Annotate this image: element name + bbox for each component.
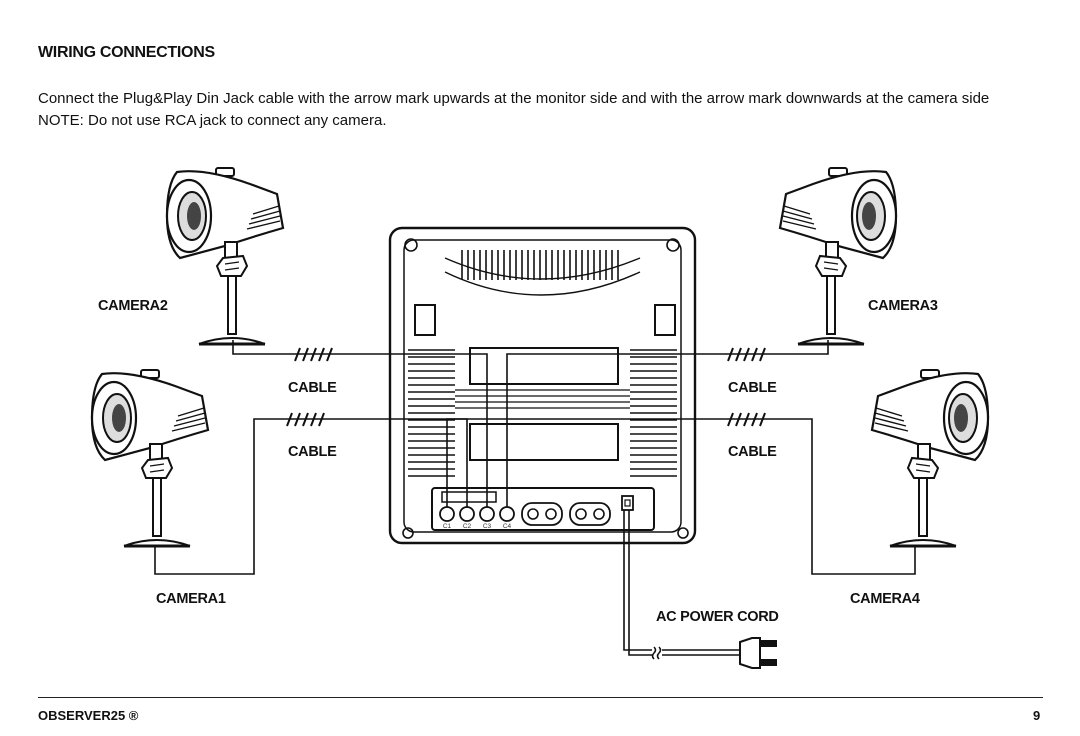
cable-label-camera3: CABLE bbox=[728, 380, 777, 396]
ac-power-cord-label: AC POWER CORD bbox=[656, 609, 779, 625]
instruction-paragraph: Connect the Plug&Play Din Jack cable wit… bbox=[38, 88, 1048, 132]
footer-divider bbox=[38, 697, 1043, 698]
camera3-illustration bbox=[778, 166, 898, 346]
cable-break-marks bbox=[286, 347, 766, 660]
camera1-label: CAMERA1 bbox=[156, 591, 226, 607]
camera4-illustration bbox=[870, 368, 990, 548]
power-plug-illustration bbox=[739, 637, 777, 669]
page-number: 9 bbox=[1033, 708, 1041, 723]
section-heading: WIRING CONNECTIONS bbox=[38, 44, 215, 61]
port-label-c2: C2 bbox=[463, 523, 472, 530]
port-label-c4: C4 bbox=[503, 523, 512, 530]
cable-label-camera4: CABLE bbox=[728, 444, 777, 460]
camera-cables bbox=[154, 340, 916, 656]
port-label-c3: C3 bbox=[483, 523, 492, 530]
camera1-illustration bbox=[90, 368, 210, 548]
instruction-line: Connect the Plug&Play Din Jack cable wit… bbox=[38, 90, 990, 107]
cable-label-camera1: CABLE bbox=[288, 444, 337, 460]
note-line: NOTE: Do not use RCA jack to connect any… bbox=[38, 112, 387, 129]
cable-label-camera2: CABLE bbox=[288, 380, 337, 396]
monitor-back-illustration bbox=[388, 226, 697, 545]
camera3-label: CAMERA3 bbox=[868, 298, 938, 314]
footer-product-name: OBSERVER25 ® bbox=[38, 708, 139, 723]
camera4-label: CAMERA4 bbox=[850, 591, 920, 607]
camera2-illustration bbox=[165, 166, 285, 346]
port-label-c1: C1 bbox=[443, 523, 452, 530]
camera2-label: CAMERA2 bbox=[98, 298, 168, 314]
